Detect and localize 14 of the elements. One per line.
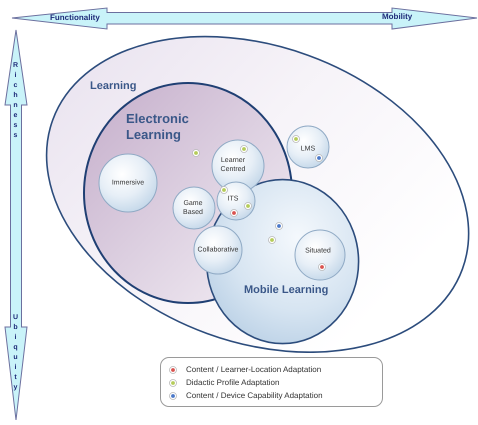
set-ellipse	[45, 34, 471, 354]
axis-label: Mobility	[382, 12, 412, 22]
category-circle	[294, 228, 346, 281]
legend-label: Content / Device Capability Adaptation	[186, 390, 323, 401]
set-title: Mobile Learning	[244, 282, 328, 297]
legend-label: Didactic Profile Adaptation	[186, 377, 280, 388]
category-circle	[286, 124, 330, 169]
category-circle	[98, 152, 158, 213]
axis-label: Functionality	[50, 13, 100, 23]
set-title: Electronic Learning	[126, 110, 190, 143]
set-title: Learning	[90, 80, 136, 93]
legend-label: Content / Learner-Location Adaptation	[186, 364, 322, 375]
category-circle	[192, 224, 243, 275]
category-circle	[172, 186, 216, 230]
